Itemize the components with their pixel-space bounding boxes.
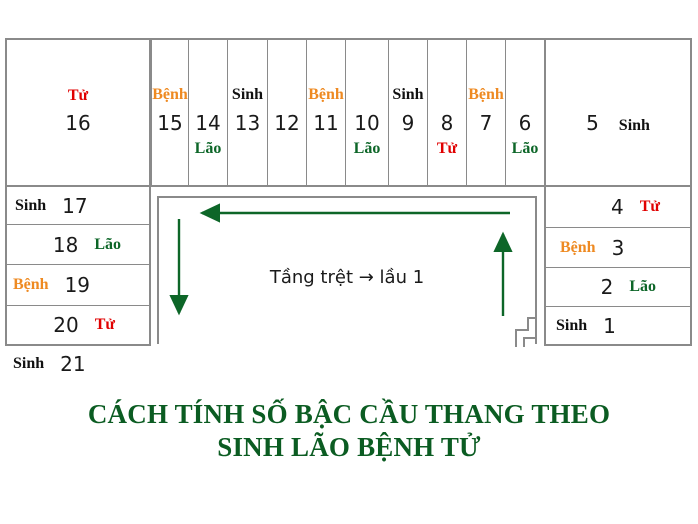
page-title: CÁCH TÍNH SỐ BẬC CẦU THANG THEO SINH LÃO…	[0, 398, 698, 464]
top-cell-16-tag: Tử	[67, 87, 89, 104]
left-step-19-inner: Bệnh 19	[7, 275, 149, 295]
top-step-9-number: 9	[401, 111, 415, 135]
top-step-6: 6 Lão	[505, 39, 544, 185]
top-step-11: Bệnh 11	[306, 39, 345, 185]
top-step-7-number: 7	[479, 111, 493, 135]
right-step-1-number: 1	[603, 313, 616, 338]
left-step-20: 20 Tử	[7, 305, 149, 344]
top-step-13-number: 13	[234, 111, 261, 135]
top-step-15-tag: Bệnh	[152, 86, 188, 103]
wall-left-outer	[5, 38, 7, 345]
wall-top-outer	[5, 38, 692, 40]
left-step-21-tag: Sinh	[13, 355, 45, 372]
wall-under-top-steps	[5, 185, 692, 187]
page-title-line-1: CÁCH TÍNH SỐ BẬC CẦU THANG THEO	[87, 399, 611, 429]
right-step-4: 4 Tử	[546, 187, 690, 227]
wall-left-room-side	[149, 185, 151, 345]
top-step-7-tag: Bệnh	[468, 86, 504, 103]
top-step-11-tag: Bệnh	[308, 86, 344, 103]
left-step-20-tag: Tử	[94, 316, 115, 333]
top-step-6-tag: Lão	[511, 140, 539, 157]
room-label: Tầng trệt → lầu 1	[269, 267, 425, 288]
top-step-11-number: 11	[313, 111, 339, 135]
right-step-3-tag: Bệnh	[560, 238, 596, 256]
wall-bottom-left-block	[5, 344, 151, 346]
left-step-21-number: 21	[60, 352, 86, 376]
right-step-1: Sinh 1	[546, 306, 690, 344]
top-cell-16-inline: 16	[7, 113, 149, 134]
top-step-13: Sinh 13	[227, 39, 267, 185]
right-step-1-inner: Sinh 1	[546, 316, 690, 336]
top-cell-16-number: 16	[65, 111, 91, 135]
top-step-8-number: 8	[440, 111, 454, 135]
left-step-17-inner: Sinh 17	[7, 196, 149, 216]
right-step-4-inner: 4 Tử	[546, 197, 690, 217]
top-step-13-tag: Sinh	[231, 86, 264, 103]
top-step-15-number: 15	[157, 111, 183, 135]
top-step-9: Sinh 9	[388, 39, 427, 185]
left-step-19: Bệnh 19	[7, 264, 149, 305]
top-step-14-tag: Lão	[194, 140, 222, 157]
left-step-19-number: 19	[64, 273, 91, 297]
right-step-3: Bệnh 3	[546, 227, 690, 267]
inner-room-outline	[157, 196, 537, 344]
left-step-18-number: 18	[52, 232, 79, 257]
top-step-12-number: 12	[274, 111, 300, 135]
left-step-21: Sinh 21	[13, 354, 86, 374]
top-cell-5-number: 5	[586, 111, 599, 135]
wall-vertical-left-strip	[149, 38, 151, 185]
right-step-2-inner: 2 Lão	[546, 277, 690, 297]
top-cell-5-tag: Sinh	[618, 117, 650, 134]
top-step-6-number: 6	[518, 111, 532, 135]
top-step-10: 10 Lão	[345, 39, 388, 185]
right-step-2: 2 Lão	[546, 267, 690, 306]
top-step-10-number: 10	[354, 111, 380, 135]
left-step-18-inner: 18 Lão	[7, 235, 149, 255]
left-step-17: Sinh 17	[7, 187, 149, 224]
wall-bottom-right-block	[544, 344, 692, 346]
right-step-2-number: 2	[600, 275, 614, 299]
top-step-8-tag: Tử	[436, 140, 458, 157]
left-step-18-tag: Lão	[94, 235, 121, 253]
top-step-10-tag: Lão	[353, 140, 381, 157]
right-step-4-tag: Tử	[639, 198, 660, 215]
right-step-3-inner: Bệnh 3	[546, 238, 690, 258]
left-step-17-tag: Sinh	[15, 196, 47, 214]
top-step-14: 14 Lão	[188, 39, 227, 185]
right-step-1-tag: Sinh	[556, 316, 588, 334]
top-step-9-tag: Sinh	[392, 86, 424, 103]
stair-notch-icon	[515, 317, 537, 347]
right-step-4-number: 4	[610, 195, 624, 219]
top-step-14-number: 14	[195, 111, 221, 135]
top-step-7: Bệnh 7	[466, 39, 505, 185]
wall-vertical-right-strip	[544, 38, 546, 185]
left-step-17-number: 17	[62, 193, 88, 218]
page-title-line-2: SINH LÃO BỆNH TỬ	[217, 431, 481, 462]
top-step-12: 12	[267, 39, 306, 185]
left-step-20-inner: 20 Tử	[7, 315, 149, 335]
right-step-2-tag: Lão	[629, 278, 656, 295]
top-step-15: Bệnh 15	[151, 39, 188, 185]
left-step-19-tag: Bệnh	[13, 276, 49, 293]
right-step-3-number: 3	[611, 235, 625, 260]
top-cell-16: 16 Tử	[7, 39, 149, 185]
top-step-8: 8 Tử	[427, 39, 466, 185]
wall-right-outer	[690, 38, 692, 345]
wall-right-room-side	[544, 185, 546, 345]
top-cell-5: 5 Sinh	[546, 39, 690, 185]
top-cell-5-inline: 5 Sinh	[546, 113, 690, 134]
left-step-20-number: 20	[53, 313, 79, 337]
left-step-18: 18 Lão	[7, 224, 149, 264]
